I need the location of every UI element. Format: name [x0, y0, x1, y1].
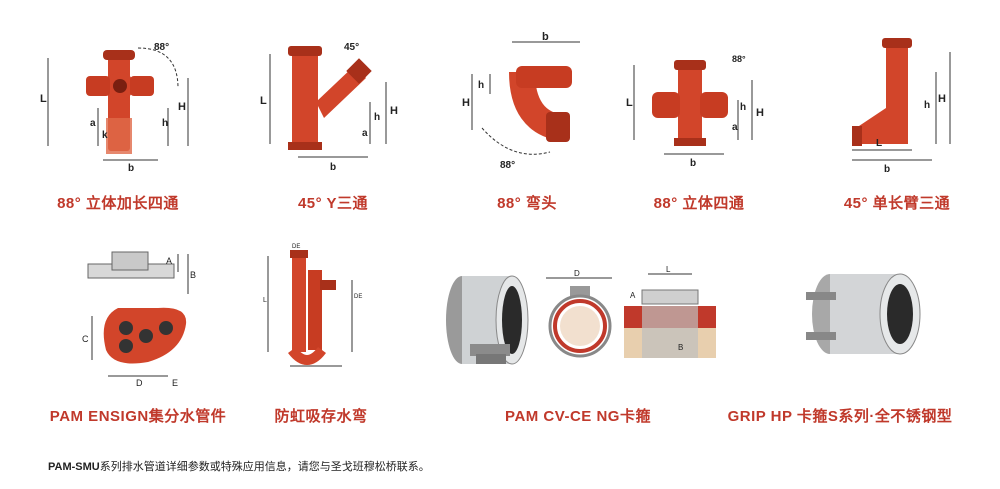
svg-text:C: C	[82, 334, 89, 344]
svg-text:88°: 88°	[500, 160, 515, 171]
fitting-88-cross-figure: 88° L H h a b	[624, 50, 774, 180]
svg-text:B: B	[190, 270, 196, 280]
svg-text:A: A	[630, 291, 636, 300]
svg-text:h: h	[478, 80, 484, 91]
svg-text:H: H	[462, 97, 470, 109]
grip-hp-clamp-photo	[800, 258, 930, 368]
caption-45-long-arm-tee: 45° 单长臂三通	[843, 195, 951, 212]
clamp-side-diagram: L A B	[622, 265, 718, 376]
svg-text:h: h	[924, 100, 930, 111]
caption-88-cross-long: 88° 立体加长四通	[57, 195, 179, 212]
svg-text:A: A	[166, 256, 172, 266]
caption-pam-cv-ce-ng: PAM CV-CE NG卡箍	[505, 408, 651, 425]
caption-pam-ensign: PAM ENSIGN集分水管件	[49, 408, 227, 425]
svg-text:a: a	[732, 122, 738, 133]
svg-text:h: h	[374, 112, 380, 123]
footer-text: 系列排水管道详细参数或特殊应用信息，请您与圣戈班穆松桥联系。	[99, 461, 430, 473]
fitting-88-elbow-figure: b h H 88°	[462, 31, 592, 172]
svg-text:L: L	[40, 93, 47, 105]
svg-text:H: H	[390, 105, 398, 117]
svg-text:b: b	[884, 164, 890, 175]
fitting-45-long-arm-tee-figure: H h L b	[832, 32, 962, 177]
svg-text:L: L	[876, 138, 882, 149]
svg-text:b: b	[542, 32, 549, 43]
svg-text:88°: 88°	[732, 54, 746, 64]
svg-text:L: L	[260, 95, 267, 107]
svg-text:a: a	[362, 128, 368, 139]
svg-text:E: E	[172, 378, 178, 388]
footer-note: PAM-SMU系列排水管道详细参数或特殊应用信息，请您与圣戈班穆松桥联系。	[48, 458, 430, 474]
svg-text:H: H	[178, 101, 186, 113]
caption-grip-hp: GRIP HP 卡箍S系列·全不锈钢型	[727, 408, 953, 425]
caption-88-elbow: 88° 弯头	[497, 195, 557, 212]
svg-text:L: L	[263, 297, 267, 304]
svg-text:a: a	[90, 118, 96, 129]
fitting-45-y-tee-figure: 45° L H h a b	[258, 32, 408, 177]
svg-text:D: D	[136, 378, 143, 388]
clamp-photo	[440, 268, 530, 378]
caption-88-cross: 88° 立体四通	[653, 195, 745, 212]
svg-text:b: b	[690, 158, 696, 169]
svg-text:L: L	[626, 97, 633, 109]
svg-text:H: H	[938, 93, 946, 105]
svg-text:h: h	[740, 102, 746, 113]
svg-text:B: B	[678, 343, 683, 352]
anti-siphon-trap-figure: DE L DE	[262, 240, 372, 380]
pam-ensign-manifold-figure: A B C D E	[78, 238, 208, 388]
footer-series: PAM-SMU	[48, 461, 100, 473]
svg-text:DE: DE	[292, 244, 300, 250]
svg-text:b: b	[128, 163, 134, 174]
caption-45-y-tee: 45° Y三通	[297, 195, 369, 212]
fitting-88-cross-long-figure: 88° L H a k h b	[38, 28, 198, 178]
svg-text:45°: 45°	[344, 42, 359, 53]
svg-text:h: h	[162, 118, 168, 129]
svg-text:k: k	[102, 130, 108, 141]
clamp-section-diagram: D	[540, 266, 618, 376]
dim-label: 88°	[154, 42, 169, 53]
svg-text:H: H	[756, 107, 764, 119]
caption-anti-siphon-trap: 防虹吸存水弯	[274, 408, 368, 425]
svg-text:D: D	[574, 269, 580, 278]
svg-text:DE: DE	[354, 294, 362, 300]
svg-text:b: b	[330, 162, 336, 173]
svg-text:L: L	[666, 266, 671, 274]
